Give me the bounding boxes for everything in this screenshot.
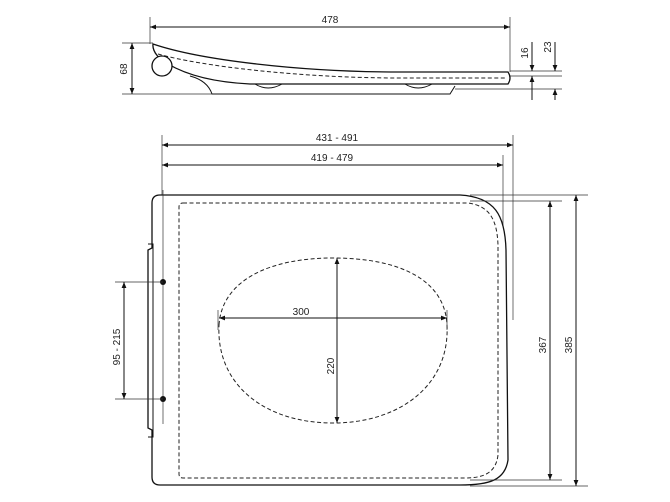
top-view: 431 - 491 419 - 479 95 - 215 300 220 367… <box>112 133 588 487</box>
hinge-plate <box>148 243 154 438</box>
label-width-outer: 431 - 491 <box>316 133 359 144</box>
label-lid-depth: 385 <box>564 336 575 353</box>
buffer-front <box>254 83 283 89</box>
seat-outline <box>147 194 509 486</box>
label-16: 16 <box>520 47 531 59</box>
label-23: 23 <box>543 41 554 53</box>
label-height: 68 <box>119 63 130 75</box>
seat-inner-dashed <box>178 202 499 479</box>
label-opening-depth: 220 <box>326 357 337 374</box>
side-view: 478 68 16 23 <box>119 15 562 100</box>
label-opening-width: 300 <box>293 307 310 318</box>
buffer-rear <box>404 83 433 89</box>
label-seat-depth: 367 <box>538 336 549 353</box>
label-width-inner: 419 - 479 <box>311 153 354 164</box>
seat-profile-dashed <box>157 53 506 79</box>
label-length: 478 <box>322 15 339 26</box>
label-hinge-spacing: 95 - 215 <box>112 328 123 365</box>
hinge-pivot <box>151 55 173 77</box>
